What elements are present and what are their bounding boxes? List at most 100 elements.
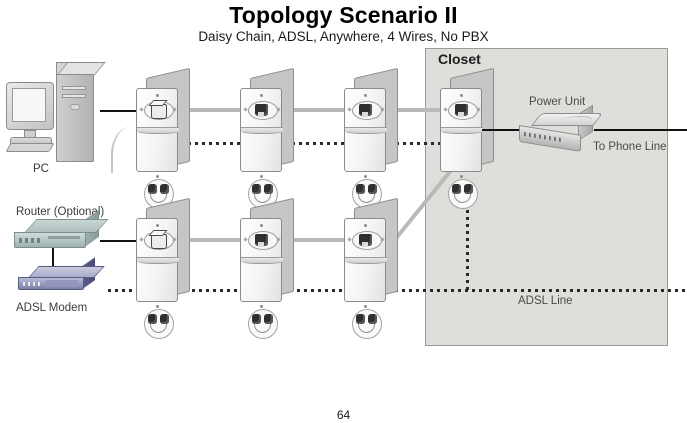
outlet-socket-hole-left xyxy=(148,314,157,324)
outlet-indicator-dot-lower xyxy=(260,305,263,308)
outlet-indicator-dot-lower xyxy=(156,175,159,178)
outlet-socket-hole-left xyxy=(252,314,261,324)
outlet-socket-hole-left xyxy=(356,184,365,194)
outlet-indicator-dot-lower xyxy=(364,175,367,178)
router-device[interactable] xyxy=(14,209,109,253)
outlet-indicator-dot-lower xyxy=(156,305,159,308)
pc-drive-bay-1 xyxy=(62,86,86,90)
dotline-top-row-3 xyxy=(396,142,444,145)
cable-router-to-modem xyxy=(52,248,54,270)
outlet-socket-hole-right xyxy=(368,314,377,324)
outlet-indicator-dot xyxy=(260,224,263,227)
wall-outlet-node[interactable] xyxy=(136,67,190,209)
adsl-modem-device[interactable] xyxy=(18,257,110,296)
outlet-screw-left-icon xyxy=(243,237,248,242)
cable-pc-to-outlet xyxy=(100,110,141,112)
outlet-seam xyxy=(241,257,283,264)
outlet-indicator-dot xyxy=(260,94,263,97)
outlet-screw-left-icon xyxy=(347,237,352,242)
outlet-screw-left-icon xyxy=(243,107,248,112)
pc-label: PC xyxy=(33,163,49,175)
outlet-screw-left-icon xyxy=(443,107,448,112)
outlet-screw-left-icon xyxy=(347,107,352,112)
dotline-top-row-2 xyxy=(292,142,352,145)
cable-top-link-2 xyxy=(294,108,350,112)
cable-bottom-link-2 xyxy=(294,238,350,242)
dotline-top-row-1 xyxy=(188,142,248,145)
wall-outlet-node[interactable] xyxy=(240,197,294,339)
outlet-data-panel xyxy=(241,89,283,130)
outlet-indicator-dot-lower xyxy=(460,175,463,178)
outlet-power-panel xyxy=(137,260,179,339)
pc-drive-bay-2 xyxy=(62,94,86,98)
page-number: 64 xyxy=(336,408,351,422)
pc-device[interactable] xyxy=(4,60,114,173)
outlet-indicator-dot xyxy=(460,94,463,97)
to-phone-line-label: To Phone Line xyxy=(593,141,667,153)
outlet-indicator-dot-lower xyxy=(260,175,263,178)
outlet-socket-hole-right xyxy=(160,184,169,194)
outlet-seam xyxy=(345,127,387,134)
cable-top-link-1 xyxy=(190,108,246,112)
wall-outlet-node[interactable] xyxy=(240,67,294,209)
outlet-power-panel xyxy=(441,130,483,209)
outlet-data-panel xyxy=(241,219,283,260)
outlet-rj-jack-icon xyxy=(455,104,468,117)
page-subtitle: Daisy Chain, ADSL, Anywhere, 4 Wires, No… xyxy=(198,29,489,44)
outlet-screw-left-icon xyxy=(139,107,144,112)
outlet-faceplate xyxy=(344,88,387,209)
outlet-seam xyxy=(137,127,179,134)
outlet-rj-jack-icon xyxy=(255,104,268,117)
outlet-socket-hole-right xyxy=(368,184,377,194)
outlet-socket-hole-right xyxy=(264,184,273,194)
wall-outlet-node[interactable] xyxy=(344,67,398,209)
power-unit-label: Power Unit xyxy=(529,96,586,108)
modem-panel xyxy=(46,280,78,287)
cable-bottom-link-1 xyxy=(190,238,246,242)
modem-leds-icon xyxy=(23,282,43,286)
pc-tower-accent xyxy=(111,127,143,173)
outlet-power-panel xyxy=(241,260,283,339)
outlet-seam xyxy=(241,127,283,134)
cable-outlet-to-power-unit xyxy=(482,129,522,131)
outlet-seam xyxy=(441,127,483,134)
outlet-seam xyxy=(345,257,387,264)
wall-outlet-node-closet[interactable] xyxy=(440,67,494,209)
outlet-socket-hole-right xyxy=(264,314,273,324)
cable-power-unit-to-phone-line xyxy=(594,129,687,131)
outlet-indicator-dot xyxy=(156,94,159,97)
outlet-power-panel xyxy=(345,130,387,209)
cable-router-to-outlet xyxy=(100,240,141,242)
router-slot xyxy=(48,236,80,239)
pc-keyboard xyxy=(5,143,55,152)
pc-monitor-screen xyxy=(12,88,46,122)
power-unit-accent xyxy=(548,116,598,126)
adsl-modem-label: ADSL Modem xyxy=(16,302,88,314)
power-unit-top xyxy=(531,113,604,126)
outlet-power-panel xyxy=(241,130,283,209)
outlet-faceplate xyxy=(240,88,283,209)
wall-outlet-node[interactable] xyxy=(344,197,398,339)
outlet-socket-hole-left xyxy=(452,184,461,194)
outlet-data-panel xyxy=(345,219,387,260)
outlet-indicator-dot xyxy=(364,224,367,227)
page-title: Topology Scenario II xyxy=(229,2,458,28)
outlet-socket-hole-right xyxy=(464,184,473,194)
closet-label: Closet xyxy=(438,51,481,67)
adsl-line-riser xyxy=(466,196,469,291)
outlet-socket-hole-right xyxy=(160,314,169,324)
outlet-rj-jack-icon xyxy=(359,104,372,117)
outlet-faceplate xyxy=(136,218,179,339)
router-top xyxy=(24,219,109,233)
outlet-faceplate xyxy=(344,218,387,339)
power-unit-device[interactable] xyxy=(519,104,604,152)
outlet-rj-jack-icon xyxy=(255,234,268,247)
outlet-indicator-dot xyxy=(364,94,367,97)
outlet-data-panel xyxy=(345,89,387,130)
outlet-socket-hole-left xyxy=(252,184,261,194)
wall-outlet-node[interactable] xyxy=(136,197,190,339)
outlet-data-panel xyxy=(441,89,483,130)
outlet-faceplate xyxy=(240,218,283,339)
outlet-seam xyxy=(137,257,179,264)
